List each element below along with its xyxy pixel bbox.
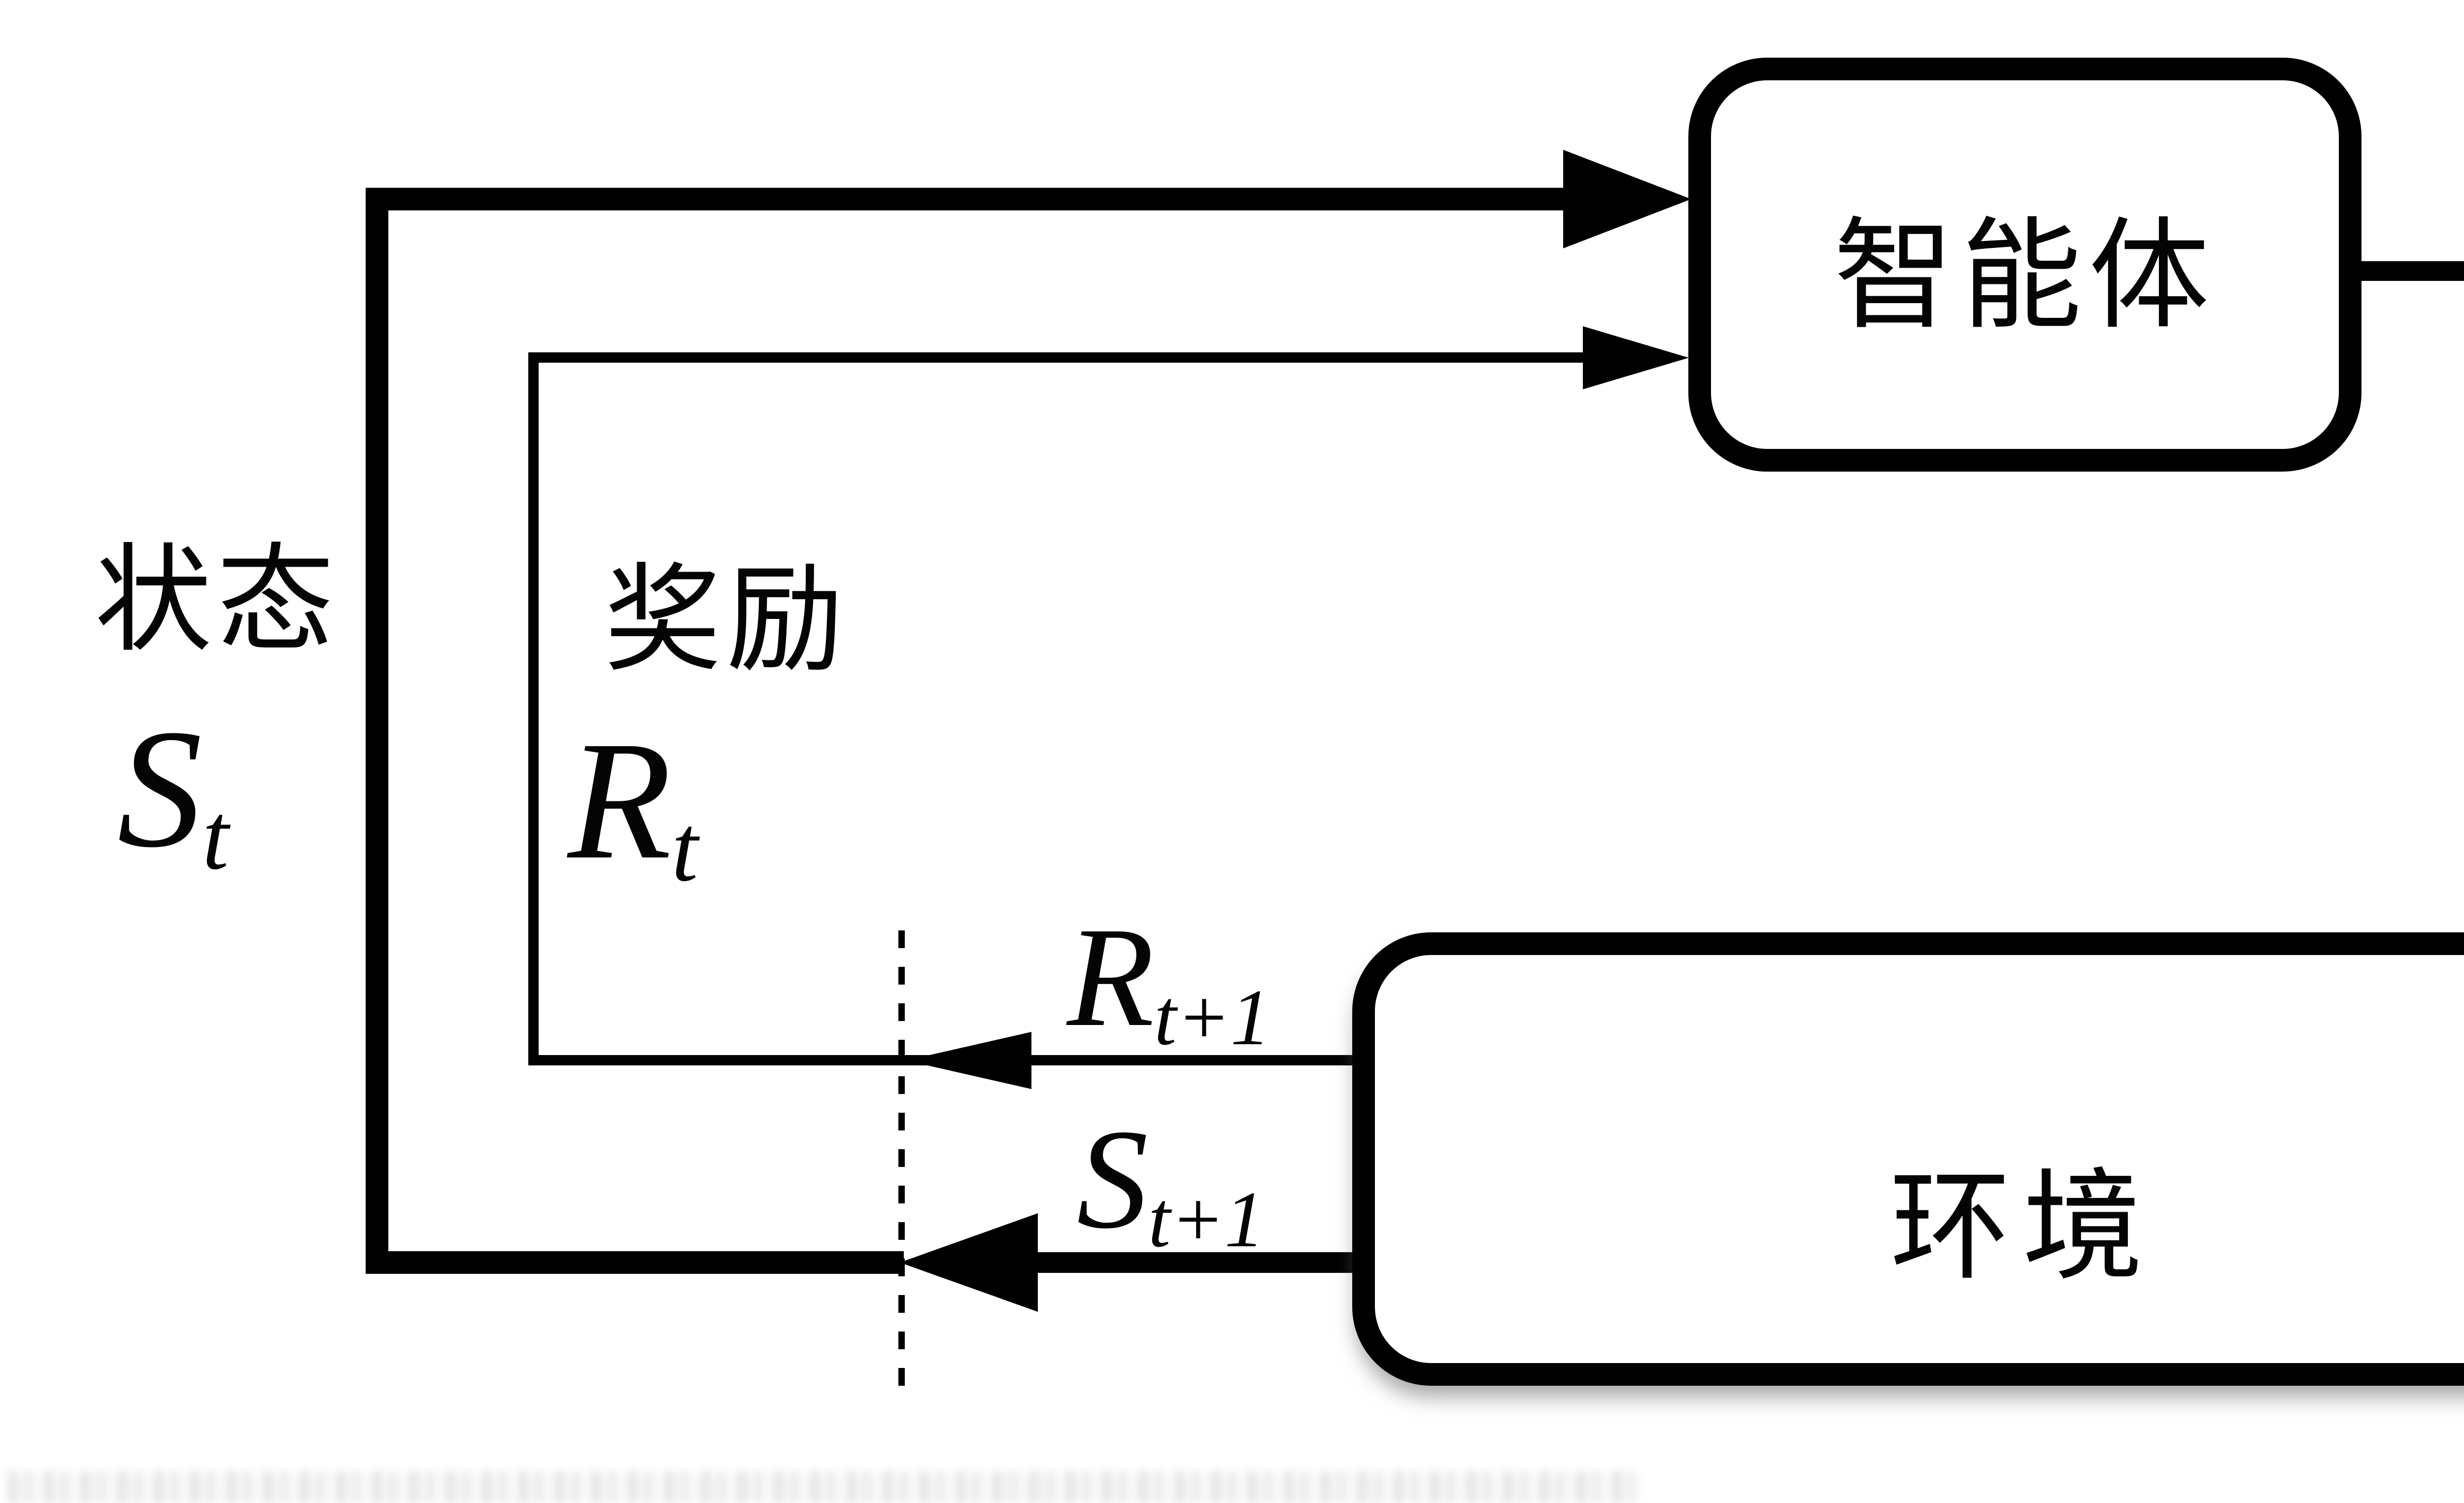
state-symbol: St — [117, 704, 229, 885]
next-reward-symbol-subscript: t+1 — [1154, 973, 1271, 1062]
next-reward-symbol-base: R — [1067, 898, 1155, 1056]
state-symbol-base: S — [117, 694, 203, 883]
cropped-caption-remnant — [9, 1471, 1635, 1503]
next-state-line-from-environment — [1028, 1252, 1357, 1273]
next-state-timestep-arrowhead-icon — [900, 1213, 1038, 1312]
next-state-symbol-base: S — [1077, 1100, 1148, 1258]
next-state-symbol-subscript: t+1 — [1148, 1175, 1265, 1264]
agent-node: 智能体 — [1688, 58, 2361, 472]
reward-symbol-subscript: t — [671, 795, 698, 901]
next-reward-symbol: Rt+1 — [1067, 906, 1270, 1058]
state-line-bottom-left-horizontal — [366, 1251, 904, 1274]
state-symbol-subscript: t — [202, 784, 229, 889]
action-line-top-horizontal — [2356, 261, 2464, 281]
environment-node: 环境 — [1352, 932, 2464, 1386]
agent-node-label: 智能体 — [1833, 209, 2217, 343]
state-line-top-horizontal — [366, 188, 1571, 210]
reward-label: 奖励 — [604, 556, 849, 686]
environment-node-label: 环境 — [1890, 1161, 2155, 1295]
reward-symbol-base: R — [568, 706, 672, 894]
reward-line-top-horizontal — [528, 352, 1588, 363]
next-reward-timestep-arrowhead-icon — [906, 1032, 1031, 1089]
reward-into-agent-arrowhead-icon — [1583, 326, 1689, 389]
state-line-left-vertical — [366, 188, 388, 1274]
state-into-agent-arrowhead-icon — [1563, 150, 1691, 248]
reward-line-left-vertical — [528, 352, 539, 1065]
reward-symbol: Rt — [568, 716, 698, 896]
state-label: 状态 — [95, 537, 339, 666]
timestep-divider-dashed-line — [898, 930, 905, 1396]
next-state-symbol: St+1 — [1077, 1108, 1265, 1260]
